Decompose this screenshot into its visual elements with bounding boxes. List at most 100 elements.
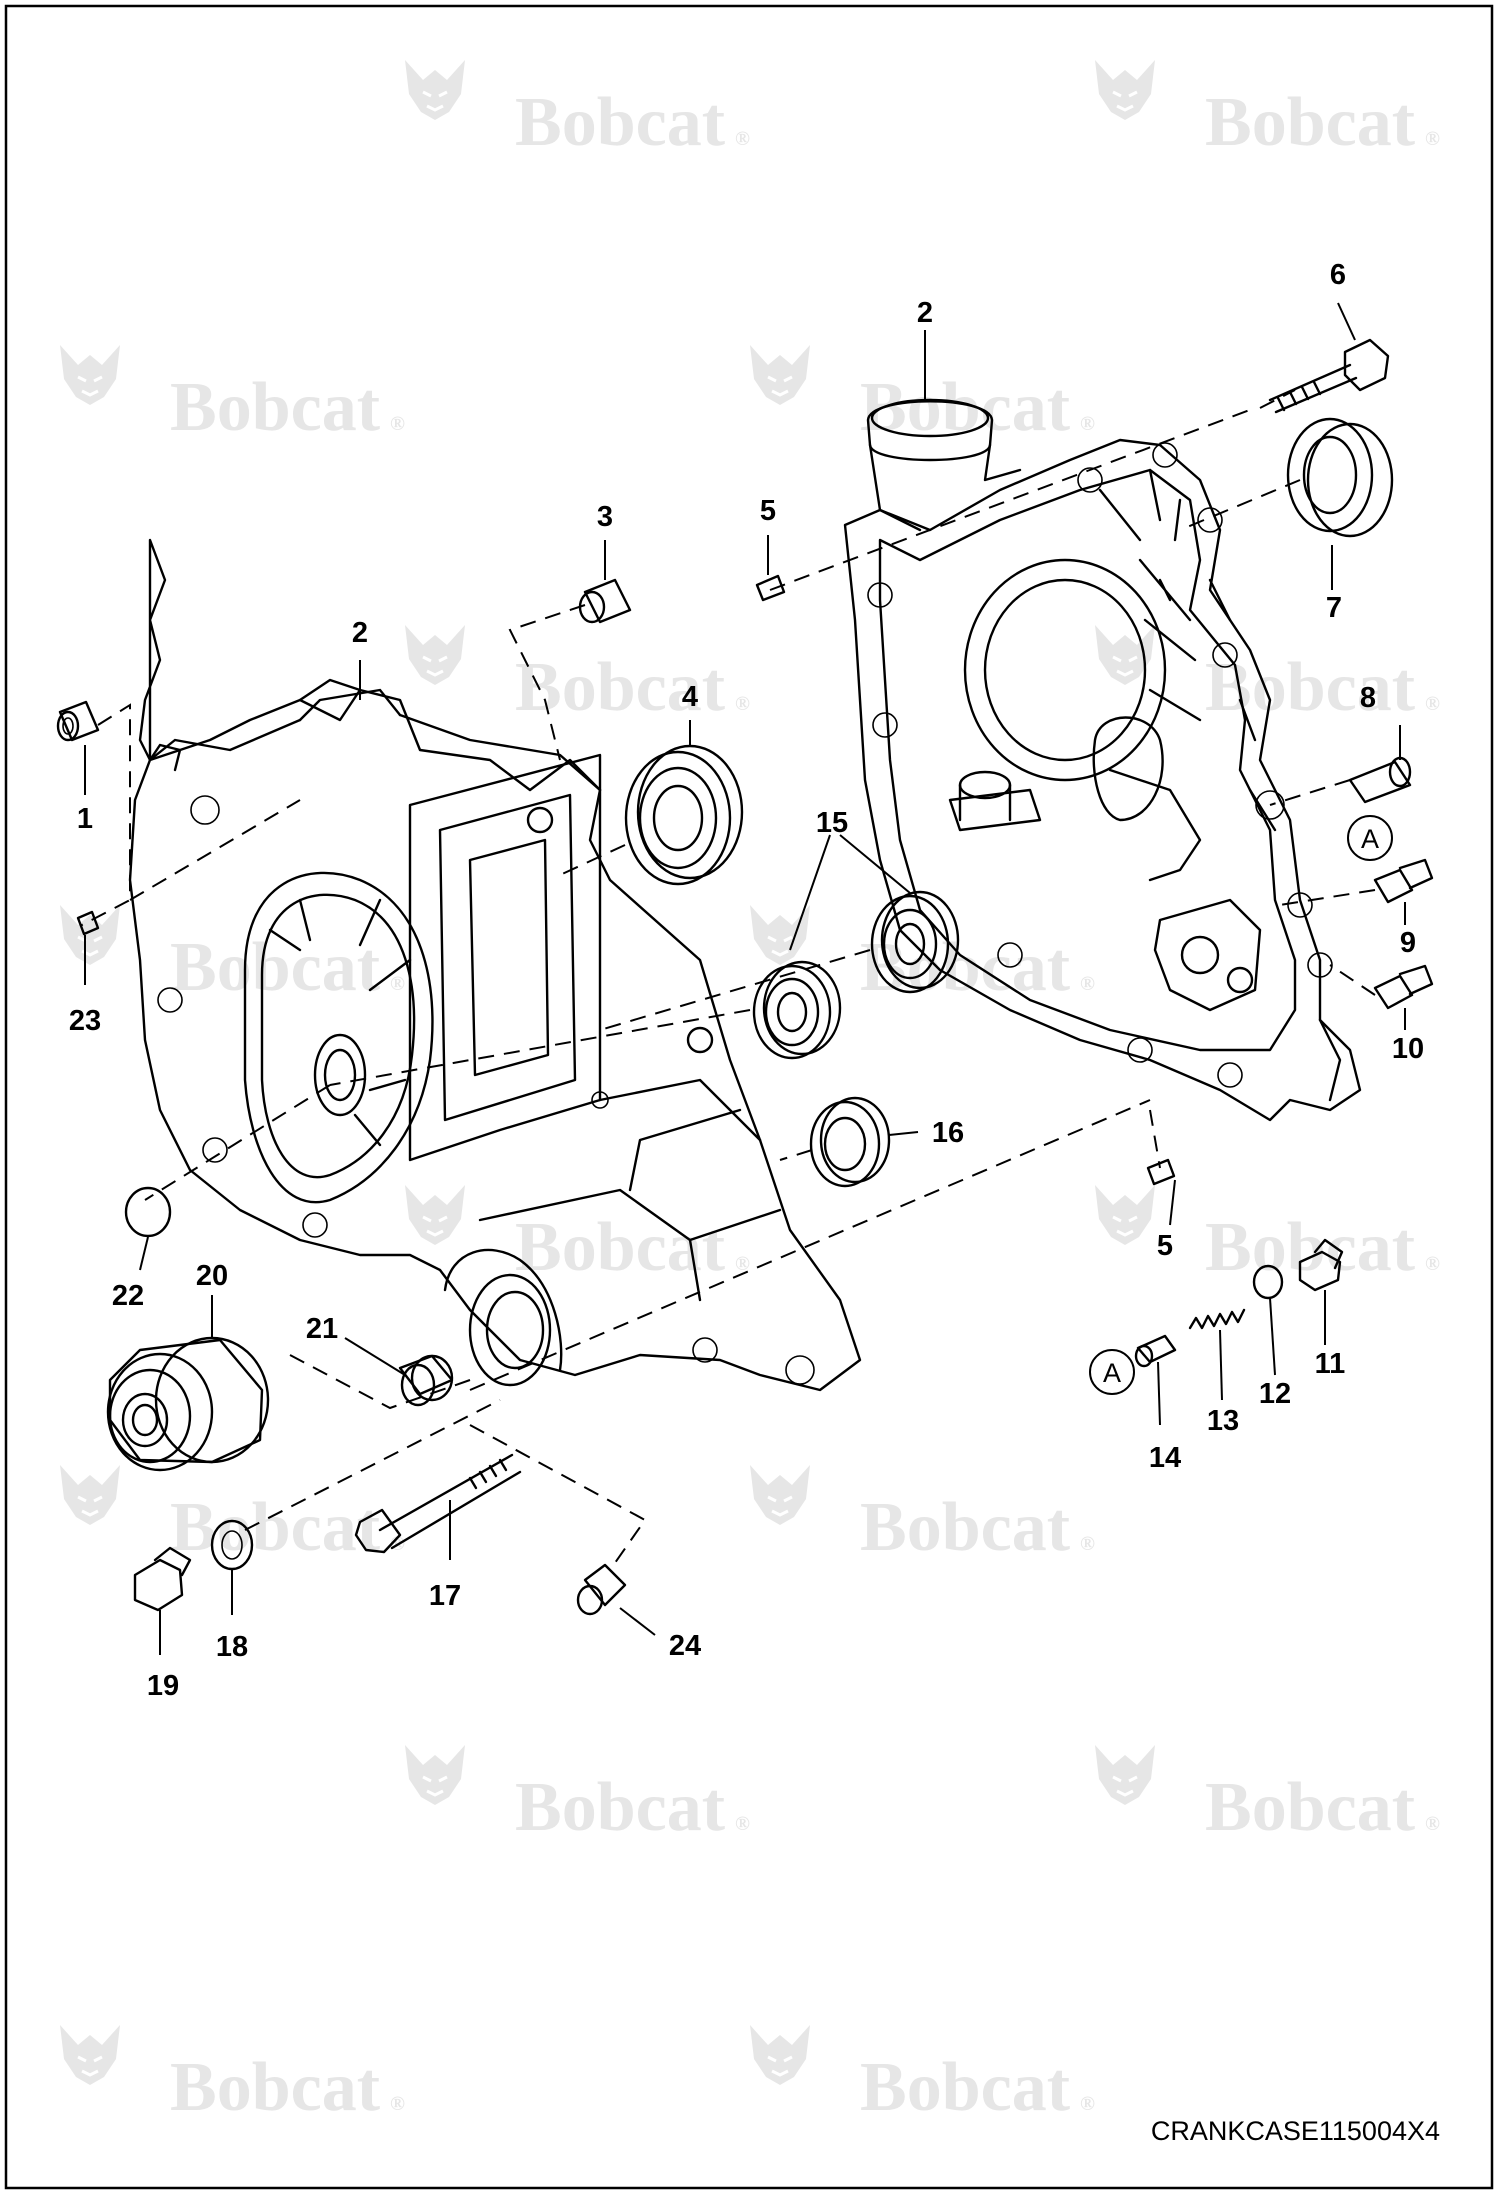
part-15-bearing-b	[752, 960, 842, 1060]
watermark: Bobcat®	[403, 1183, 750, 1286]
bobcat-head-icon	[403, 623, 467, 687]
right-crankcase-half	[843, 398, 1362, 1122]
svg-text:Bobcat: Bobcat	[515, 1769, 725, 1846]
watermark: Bobcat ®	[1093, 58, 1440, 161]
svg-text:Bobcat: Bobcat	[170, 2049, 380, 2126]
watermark-layer: Bobcat® Bobcat® Bobcat® Bobcat® Bobcat® …	[58, 58, 1440, 2126]
svg-text:®: ®	[1425, 1253, 1440, 1275]
svg-text:Bobcat: Bobcat	[1205, 1209, 1415, 1286]
callout-9: 9	[1400, 927, 1416, 959]
callout-2-right: 2	[917, 297, 933, 329]
part-3-bushing	[578, 578, 632, 624]
callout-18: 18	[216, 1631, 248, 1663]
svg-text:Bobcat: Bobcat	[860, 2049, 1070, 2126]
svg-text:®: ®	[1080, 973, 1095, 995]
svg-text:®: ®	[1080, 1533, 1095, 1555]
callout-5-upper: 5	[760, 495, 776, 527]
callout-8: 8	[1360, 682, 1376, 714]
watermark: Bobcat ®	[748, 2023, 1095, 2126]
watermark: Bobcat ®	[403, 58, 750, 161]
part-4-bearing	[624, 744, 744, 886]
svg-text:®: ®	[735, 1813, 750, 1835]
part-13-spring	[1188, 1308, 1246, 1330]
callout-10: 10	[1392, 1033, 1424, 1065]
svg-text:Bobcat: Bobcat	[170, 929, 380, 1006]
watermark: Bobcat ®	[748, 343, 1095, 446]
svg-text:®: ®	[1080, 2093, 1095, 2115]
watermark: Bobcat ®	[1093, 1743, 1440, 1846]
part-23-dowel	[76, 910, 100, 936]
part-16-seal	[809, 1096, 891, 1188]
svg-text:®: ®	[1425, 693, 1440, 715]
bobcat-head-icon	[748, 343, 812, 407]
callout-7: 7	[1326, 592, 1342, 624]
part-22-o-ring	[124, 1186, 172, 1238]
drawing-code: CRANKCASE115004X4	[1151, 2116, 1440, 2146]
part-10-fitting	[1373, 964, 1434, 1010]
leader-lines	[84, 302, 1406, 1655]
callout-6: 6	[1330, 259, 1346, 291]
small-parts	[56, 338, 1434, 1616]
watermark: Bobcat ®	[58, 343, 405, 446]
callout-2-left: 2	[352, 617, 368, 649]
bobcat-head-icon	[748, 1463, 812, 1527]
svg-text:Bobcat: Bobcat	[515, 84, 725, 161]
svg-text:®: ®	[390, 2093, 405, 2115]
svg-text:®: ®	[390, 413, 405, 435]
watermark: Bobcat ®	[748, 1463, 1095, 1566]
part-1-bushing	[56, 700, 100, 742]
callout-20: 20	[196, 1260, 228, 1292]
svg-text:Bobcat: Bobcat	[860, 1489, 1070, 1566]
callout-19: 19	[147, 1670, 179, 1702]
bobcat-head-icon	[1093, 58, 1157, 122]
part-18-washer	[210, 1519, 254, 1571]
part-21-seal	[398, 1354, 454, 1407]
svg-text:Bobcat: Bobcat	[170, 369, 380, 446]
svg-text:Bobcat: Bobcat	[515, 1209, 725, 1286]
part-7-seal	[1286, 417, 1394, 538]
svg-text:®: ®	[735, 693, 750, 715]
part-14-plunger	[1134, 1334, 1177, 1368]
callout-14: 14	[1149, 1442, 1181, 1474]
callout-1: 1	[77, 803, 93, 835]
bobcat-head-icon	[748, 903, 812, 967]
callout-21: 21	[306, 1313, 338, 1345]
watermark: Bobcat®	[58, 1463, 405, 1566]
svg-text:Bobcat: Bobcat	[860, 369, 1070, 446]
callout-13: 13	[1207, 1405, 1239, 1437]
part-24-pin	[576, 1563, 627, 1616]
part-8-sleeve	[1348, 756, 1412, 804]
part-6-bolt	[1268, 338, 1390, 414]
callout-23: 23	[69, 1005, 101, 1037]
svg-text:®: ®	[1425, 1813, 1440, 1835]
svg-text:®: ®	[1425, 128, 1440, 150]
part-12-washer	[1252, 1264, 1284, 1300]
bobcat-head-icon	[403, 1183, 467, 1247]
part-17-bolt	[354, 1453, 522, 1554]
svg-text:Bobcat: Bobcat	[1205, 1769, 1415, 1846]
part-19-plug	[133, 1546, 192, 1612]
svg-text:®: ®	[1080, 413, 1095, 435]
part-5-dowel-lower	[1146, 1158, 1176, 1186]
watermark: Bobcat ®	[58, 2023, 405, 2126]
part-11-bolt	[1298, 1238, 1344, 1292]
reference-mark-a-upper: A	[1347, 815, 1393, 861]
callout-11: 11	[1315, 1348, 1346, 1380]
watermark: Bobcat ®	[403, 623, 750, 726]
svg-text:Bobcat: Bobcat	[515, 649, 725, 726]
reference-mark-a-lower: A	[1089, 1349, 1135, 1395]
svg-text:A: A	[1361, 824, 1379, 854]
watermark: Bobcat ®	[1093, 1183, 1440, 1286]
watermark: Bobcat®	[58, 903, 405, 1006]
callout-12: 12	[1259, 1378, 1291, 1410]
callout-4: 4	[682, 681, 698, 713]
callout-24: 24	[669, 1630, 701, 1662]
assembly-lines	[79, 389, 1376, 1571]
svg-text:®: ®	[735, 128, 750, 150]
part-15-bearing-a	[870, 890, 960, 994]
part-9-fitting	[1373, 858, 1434, 904]
bobcat-head-icon	[58, 2023, 122, 2087]
callout-5-lower: 5	[1157, 1230, 1173, 1262]
svg-text:Bobcat: Bobcat	[1205, 84, 1415, 161]
